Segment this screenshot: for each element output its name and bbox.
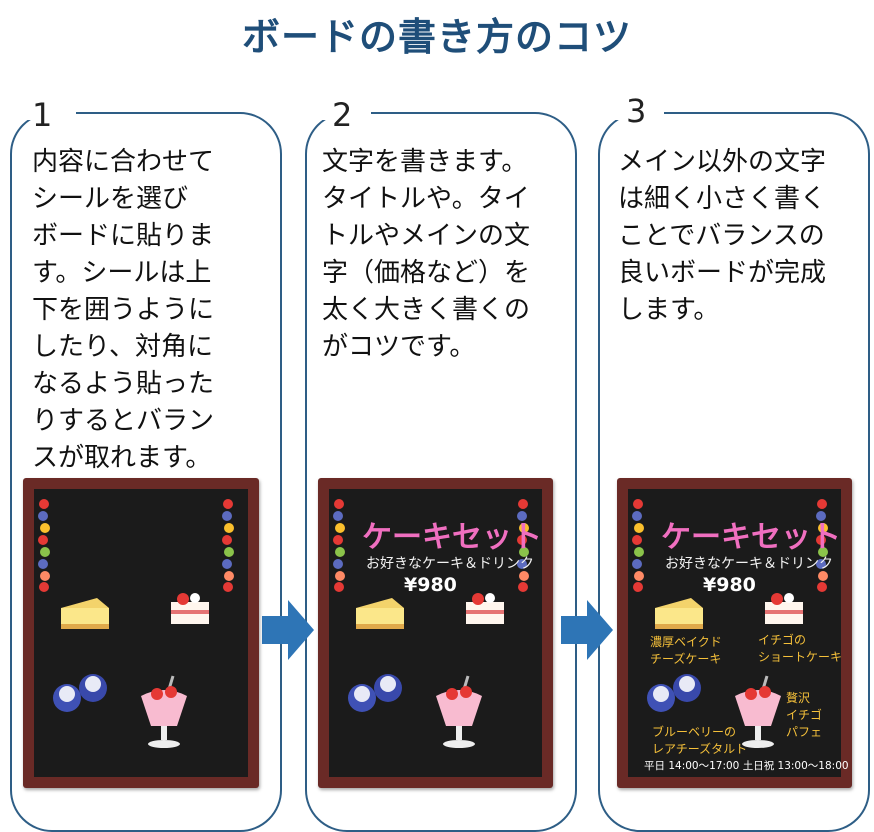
parfait-sticker: [141, 675, 187, 748]
step-text-3: メイン以外の文字 は細く小さく書く ことでバランスの 良いボードが完成 します。: [618, 147, 827, 325]
shortcake-sticker: [171, 593, 209, 624]
blueberry-tart-sticker: [647, 674, 701, 712]
chalkboard-example-3: [617, 478, 852, 788]
right-arrow-icon: [561, 600, 613, 660]
cheesecake-sticker: [356, 598, 404, 629]
cheesecake-sticker: [61, 598, 109, 629]
fruit-garland-sticker: [222, 499, 234, 592]
board-3-price: ¥980: [703, 574, 756, 596]
board-3-subtitle: お好きなケーキ＆ドリンク: [665, 556, 833, 572]
board-2-subtitle: お好きなケーキ＆ドリンク: [366, 556, 534, 572]
board-3-title: ケーキセット: [661, 520, 841, 555]
step-number-1: 1: [32, 96, 53, 134]
cheesecake-sticker: [655, 598, 703, 629]
fruit-garland-sticker: [816, 499, 828, 592]
page-title: ボードの書き方のコツ: [241, 15, 632, 59]
fruit-garland-sticker: [38, 499, 50, 592]
label-shortcake: イチゴの ショートケーキ: [758, 633, 843, 664]
blueberry-tart-sticker: [348, 674, 402, 712]
shortcake-sticker: [765, 593, 803, 624]
blueberry-tart-sticker: [53, 674, 107, 712]
label-cheesecake: 濃厚ベイクド チーズケーキ: [650, 635, 722, 666]
right-arrow-icon: [262, 600, 314, 660]
step-number-3: 3: [626, 92, 647, 130]
chalkboard-example-1: [23, 478, 259, 788]
step-text-1: 内容に合わせて シールを選び ボードに貼りま す。シールは上 下を囲うように し…: [32, 147, 215, 473]
chalkboard-example-2: [318, 478, 553, 788]
board-2-price: ¥980: [404, 574, 457, 596]
fruit-garland-sticker: [517, 499, 529, 592]
shortcake-sticker: [466, 593, 504, 624]
label-blueberry-tart: ブルーベリーの レアチーズタルト: [652, 725, 748, 756]
board-3-hours: 平日 14:00～17:00 土日祝 13:00～18:00: [644, 760, 849, 772]
fruit-garland-sticker: [632, 499, 644, 592]
fruit-garland-sticker: [333, 499, 345, 592]
parfait-sticker: [735, 675, 781, 748]
parfait-sticker: [436, 675, 482, 748]
board-2-title: ケーキセット: [362, 520, 542, 555]
step-text-2: 文字を書きます。 タイトルや。タイ トルやメインの文 字（価格など）を 太く大き…: [322, 147, 531, 362]
label-parfait: 贅沢 イチゴ パフェ: [786, 691, 823, 739]
step-number-2: 2: [332, 96, 353, 134]
